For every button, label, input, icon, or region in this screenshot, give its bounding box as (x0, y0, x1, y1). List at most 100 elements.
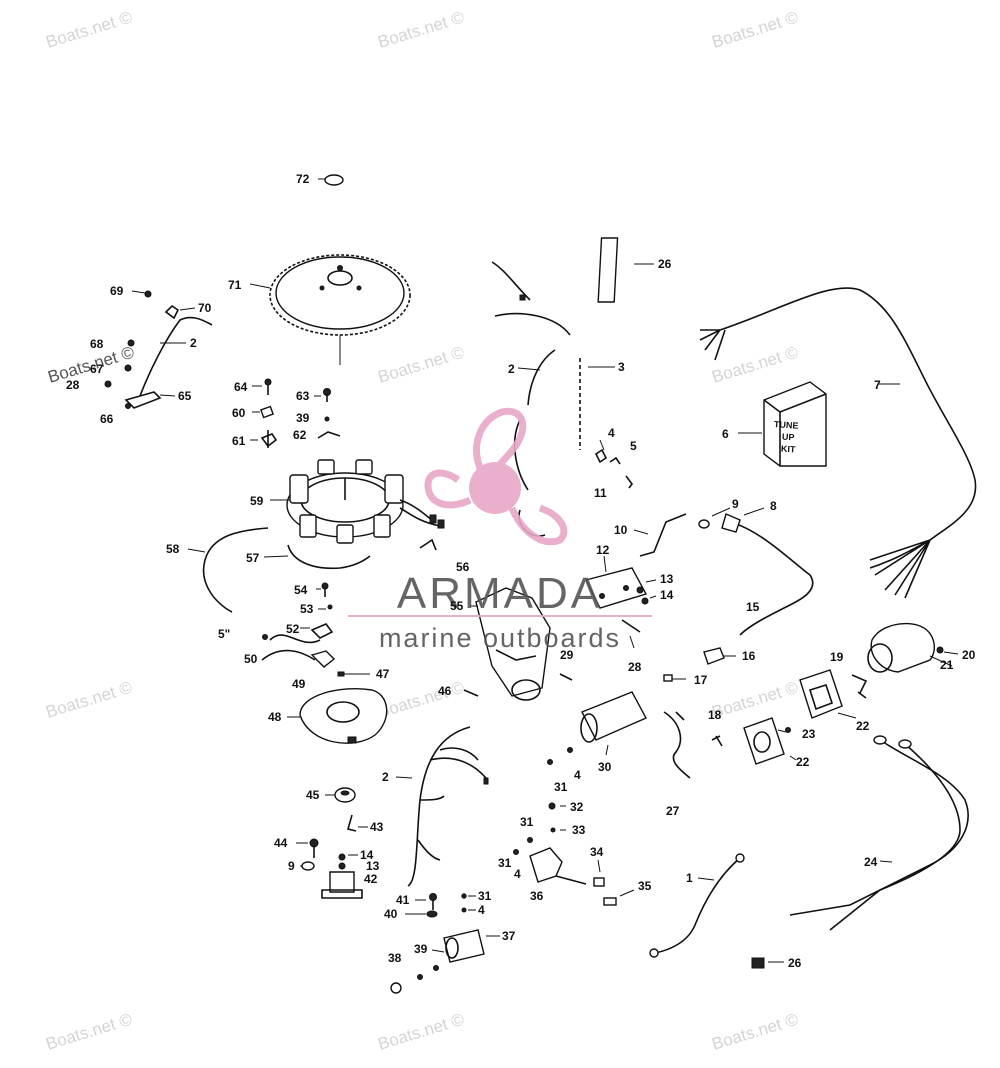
callout-9: 9 (288, 859, 295, 873)
part-group-55-56-mount (419, 538, 551, 701)
watermark: Boats.net © (44, 7, 135, 51)
callout-46: 46 (438, 684, 452, 698)
callout-2: 2 (508, 362, 515, 376)
watermark: Boats.net © (376, 7, 467, 51)
callout-31: 31 (498, 856, 512, 870)
callout-22: 22 (796, 755, 810, 769)
watermark: Boats.net © (710, 342, 801, 386)
watermark: Boats.net © (44, 1009, 135, 1053)
callout-15: 15 (746, 600, 760, 614)
part-1-ground-strap (649, 853, 745, 958)
callout-37: 37 (502, 929, 516, 943)
part-72-nut (318, 174, 344, 186)
part-3-plug-wires (579, 358, 615, 450)
callout-13: 13 (366, 859, 380, 873)
callout-65: 65 (178, 389, 192, 403)
callout-30: 30 (598, 760, 612, 774)
part-group-8-10-15-linkage (633, 507, 814, 636)
part-59-stator (270, 459, 445, 544)
callout-21: 21 (940, 658, 954, 672)
callout-27: 27 (666, 804, 680, 818)
callout-49: 49 (292, 677, 306, 691)
part-26-terminal-nut (751, 957, 784, 969)
callout-68: 68 (90, 337, 104, 351)
watermark: Boats.net © (376, 342, 467, 386)
watermark: Boats.net © (376, 1009, 467, 1053)
callout-4: 4 (608, 426, 615, 440)
part-45-grommet (325, 787, 356, 803)
part-group-41-40 (405, 893, 438, 918)
callout-31: 31 (520, 815, 534, 829)
callout-72: 72 (296, 172, 310, 186)
callout-13: 13 (660, 572, 674, 586)
callout-58: 58 (166, 542, 180, 556)
callout-53: 53 (300, 602, 314, 616)
part-group-42-solenoid (296, 838, 363, 899)
callout-69: 69 (110, 284, 124, 298)
callout-51: 5" (218, 627, 230, 641)
part-group-21-ignition-switch (851, 622, 959, 699)
callout-71: 71 (228, 278, 242, 292)
callout-20: 20 (962, 648, 976, 662)
part-26-decal (597, 237, 654, 303)
logo-name: ARMADA (397, 569, 603, 618)
callout-60: 60 (232, 406, 246, 420)
callout-10: 10 (614, 523, 628, 537)
armada-logo: ARMADA marine outboards (348, 407, 652, 653)
callout-45: 45 (306, 788, 320, 802)
callout-4: 4 (574, 768, 581, 782)
callout-54: 54 (294, 583, 308, 597)
logo-tagline: marine outboards (379, 623, 621, 653)
callout-29: 29 (560, 648, 574, 662)
callout-28: 28 (628, 660, 642, 674)
kit-label-line1: TUNE (774, 419, 799, 431)
part-28-screw (621, 619, 641, 649)
callout-4: 4 (478, 903, 485, 917)
watermark: Boats.net © (376, 677, 467, 721)
watermark: Boats.net © (710, 1009, 801, 1053)
watermark: Boats.net © (710, 7, 801, 51)
callout-7: 7 (874, 378, 881, 392)
part-71-flywheel (249, 254, 411, 365)
callout-38: 38 (388, 951, 402, 965)
callout-26: 26 (658, 257, 672, 271)
callout-39: 39 (296, 411, 310, 425)
callout-64: 64 (234, 380, 248, 394)
callout-26: 26 (788, 956, 802, 970)
callout-18: 18 (708, 708, 722, 722)
part-29-screw (559, 673, 573, 681)
part-group-4-5-11 (594, 439, 633, 489)
callout-12: 12 (596, 543, 610, 557)
part-group-16-17-18 (663, 647, 736, 747)
callout-48: 48 (268, 710, 282, 724)
part-24-battery-cables (789, 735, 969, 931)
part-group-31-4 (461, 893, 476, 913)
callout-1: 1 (686, 871, 693, 885)
callout-61: 61 (232, 434, 246, 448)
part-2-harness-lower (395, 726, 489, 887)
callout-56: 56 (456, 560, 470, 574)
kit-label-line2: UP (782, 432, 795, 443)
part-group-left-bracket (104, 290, 213, 409)
callout-62: 62 (293, 428, 307, 442)
callout-31: 31 (478, 889, 492, 903)
callout-66: 66 (100, 412, 114, 426)
part-7-main-harness (699, 287, 977, 599)
part-27-bracket (663, 711, 691, 779)
callout-11: 11 (594, 486, 607, 500)
callout-4: 4 (514, 867, 521, 881)
callout-50: 50 (244, 652, 258, 666)
callout-16: 16 (742, 649, 756, 663)
callout-31: 31 (554, 780, 568, 794)
callout-44: 44 (274, 836, 288, 850)
callout-52: 52 (286, 622, 300, 636)
callout-42: 42 (364, 872, 378, 886)
callout-24: 24 (864, 855, 878, 869)
callout-41: 41 (396, 893, 410, 907)
callout-2: 2 (190, 336, 197, 350)
callout-67: 67 (90, 362, 104, 376)
callout-8: 8 (770, 499, 777, 513)
kit-label-line3: KIT (781, 444, 797, 455)
callout-22: 22 (856, 719, 870, 733)
